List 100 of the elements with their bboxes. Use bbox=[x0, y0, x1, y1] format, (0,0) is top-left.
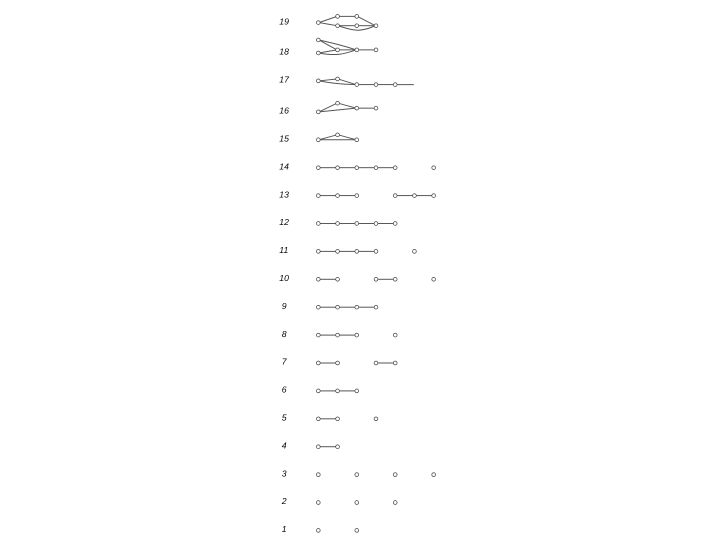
node-circle bbox=[354, 500, 359, 505]
node-label: 16 bbox=[279, 106, 289, 116]
connector bbox=[416, 195, 432, 196]
node-circle bbox=[335, 14, 340, 19]
node-circle bbox=[335, 360, 340, 366]
node-circle bbox=[374, 304, 378, 310]
node-circle bbox=[412, 249, 417, 254]
node-circle bbox=[431, 165, 436, 170]
node-circle bbox=[316, 110, 321, 114]
node-label: 10 bbox=[279, 272, 289, 283]
node-label: 5 bbox=[282, 412, 287, 422]
node-circle bbox=[374, 165, 378, 170]
connector bbox=[358, 223, 374, 224]
connector bbox=[339, 223, 356, 224]
connector bbox=[396, 195, 413, 196]
connector bbox=[339, 16, 356, 17]
node-circle bbox=[354, 332, 359, 338]
node-circle bbox=[335, 165, 340, 170]
node-label: 12 bbox=[279, 217, 289, 228]
connector bbox=[339, 134, 356, 140]
connector bbox=[378, 278, 394, 280]
node-circle bbox=[392, 221, 398, 226]
connector bbox=[339, 78, 356, 85]
node-circle bbox=[316, 249, 321, 254]
node-circle bbox=[392, 332, 398, 338]
node-circle bbox=[335, 221, 340, 226]
connector bbox=[320, 16, 336, 23]
connector bbox=[320, 139, 356, 140]
node-circle bbox=[354, 48, 359, 52]
connector bbox=[358, 49, 374, 50]
node-circle bbox=[431, 193, 436, 198]
node-circle bbox=[392, 472, 398, 477]
node-circle bbox=[335, 249, 340, 254]
node-circle bbox=[335, 304, 340, 310]
connector bbox=[396, 84, 414, 86]
node-circle bbox=[335, 76, 340, 82]
node-circle bbox=[316, 360, 321, 366]
node-label: 6 bbox=[282, 384, 287, 395]
connector bbox=[378, 167, 394, 168]
node-label: 3 bbox=[282, 468, 287, 478]
connector bbox=[320, 446, 336, 448]
node-circle bbox=[335, 23, 340, 28]
node-circle bbox=[354, 528, 359, 533]
node-circle bbox=[392, 193, 398, 198]
connector bbox=[320, 103, 336, 112]
connector bbox=[339, 250, 356, 252]
node-label: 4 bbox=[282, 440, 287, 450]
node-circle bbox=[392, 360, 398, 366]
node-label: 19 bbox=[279, 16, 289, 26]
connector bbox=[339, 25, 356, 26]
node-circle bbox=[335, 277, 340, 282]
node-circle bbox=[374, 23, 378, 28]
node-circle bbox=[316, 277, 321, 282]
connector bbox=[320, 40, 336, 50]
node-circle bbox=[354, 82, 359, 87]
node-circle bbox=[316, 332, 321, 338]
connector bbox=[358, 16, 375, 26]
connector bbox=[358, 84, 374, 86]
node-circle bbox=[354, 106, 359, 110]
node-circle bbox=[316, 165, 321, 170]
node-circle bbox=[316, 500, 321, 505]
node-circle bbox=[316, 193, 321, 198]
node-circle bbox=[316, 416, 321, 422]
connector bbox=[358, 25, 374, 26]
node-circle bbox=[392, 500, 398, 505]
node-label: 18 bbox=[279, 46, 289, 57]
node-circle bbox=[335, 444, 340, 449]
connector bbox=[320, 362, 336, 364]
node-label: 14 bbox=[279, 161, 289, 172]
node-circle bbox=[374, 221, 378, 226]
node-circle bbox=[354, 249, 359, 254]
node-circle bbox=[374, 82, 378, 87]
node-label: 17 bbox=[279, 74, 289, 85]
node-circle bbox=[335, 100, 340, 106]
node-circle bbox=[354, 221, 359, 226]
node-label: 9 bbox=[282, 300, 287, 311]
connector bbox=[320, 40, 356, 50]
node-circle bbox=[431, 472, 436, 477]
node-circle bbox=[335, 193, 340, 198]
node-circle bbox=[316, 50, 321, 56]
node-circle bbox=[316, 388, 321, 394]
connector bbox=[320, 50, 336, 54]
node-circle bbox=[316, 221, 321, 226]
node-circle bbox=[316, 472, 321, 477]
connector bbox=[320, 306, 336, 308]
node-circle bbox=[354, 388, 359, 394]
connector bbox=[378, 223, 394, 224]
connector bbox=[320, 167, 336, 168]
node-circle bbox=[374, 48, 378, 52]
node-circle bbox=[335, 416, 340, 422]
connector bbox=[320, 78, 336, 82]
node-circle bbox=[354, 165, 359, 170]
node-circle bbox=[392, 82, 398, 87]
connector bbox=[320, 195, 336, 196]
connector bbox=[320, 80, 356, 86]
connector bbox=[320, 134, 336, 140]
node-circle bbox=[354, 193, 359, 198]
node-circle bbox=[316, 304, 321, 310]
node-circle bbox=[412, 193, 417, 198]
connector bbox=[339, 167, 356, 168]
